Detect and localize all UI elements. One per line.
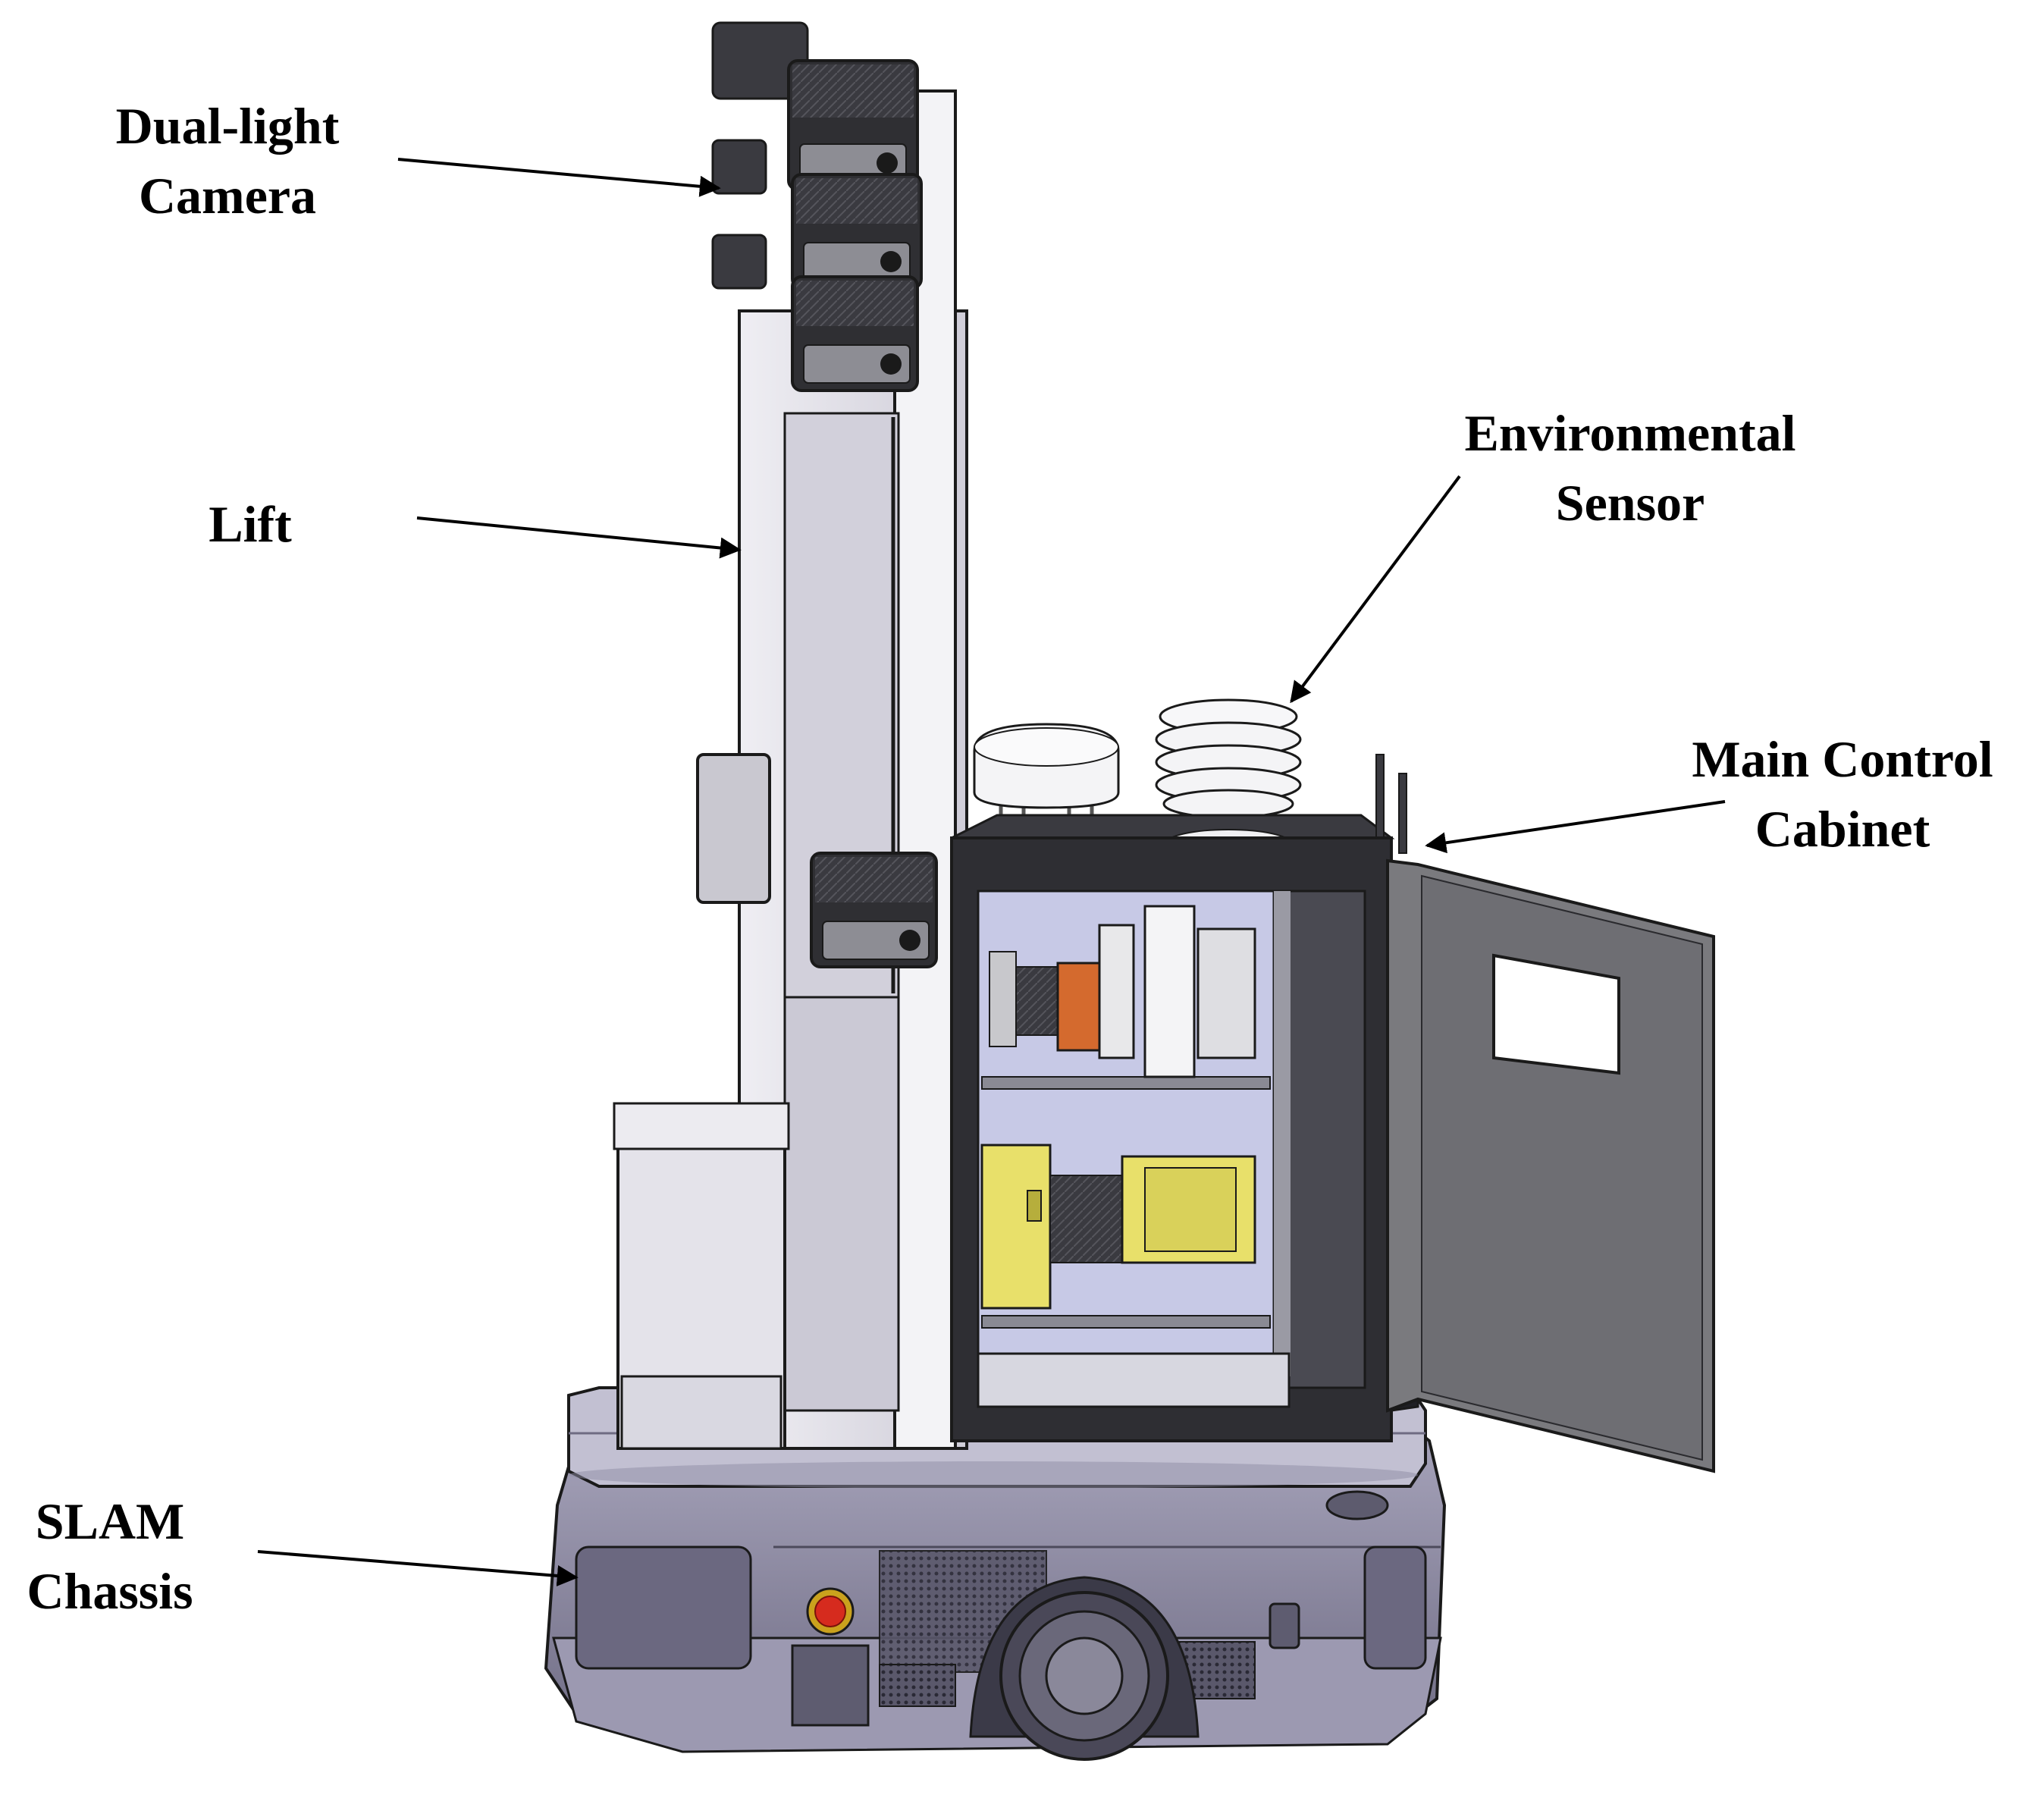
label-dual-light-camera: Dual-light Camera bbox=[83, 91, 372, 231]
sensor-right bbox=[1155, 698, 1302, 864]
arrow-chassis bbox=[257, 1550, 579, 1586]
label-main-control-cabinet: Main Control Cabinet bbox=[1668, 724, 2017, 864]
arrow-lift bbox=[416, 516, 742, 559]
label-line: Dual-light bbox=[115, 97, 340, 155]
label-line: Main Control bbox=[1692, 730, 1993, 788]
label-line: Camera bbox=[138, 167, 317, 224]
callout-arrows bbox=[257, 158, 1726, 1586]
label-lift: Lift bbox=[174, 489, 326, 559]
arrow-cabinet bbox=[1425, 800, 1726, 854]
emergency-stop-icon bbox=[806, 1587, 855, 1636]
label-line: Cabinet bbox=[1755, 800, 1930, 858]
dual-light-cameras bbox=[711, 21, 938, 968]
camera-unit-4 bbox=[810, 852, 938, 968]
label-environmental-sensor: Environmental Sensor bbox=[1425, 398, 1835, 538]
label-line: Environmental bbox=[1464, 404, 1796, 462]
camera-unit-2 bbox=[791, 173, 923, 290]
camera-unit-1 bbox=[787, 59, 919, 191]
label-line: SLAM bbox=[35, 1492, 185, 1550]
label-line: Sensor bbox=[1555, 474, 1705, 532]
arrow-environmental bbox=[1290, 475, 1461, 704]
slam-chassis bbox=[544, 1386, 1447, 1761]
label-line: Lift bbox=[209, 495, 292, 553]
arrow-camera bbox=[397, 158, 721, 197]
cabinet-door bbox=[1386, 858, 1715, 1473]
drive-wheel bbox=[969, 1576, 1200, 1761]
label-line: Chassis bbox=[27, 1562, 193, 1620]
camera-unit-3 bbox=[791, 275, 919, 392]
main-control-cabinet bbox=[950, 754, 1715, 1473]
label-slam-chassis: SLAM Chassis bbox=[8, 1486, 212, 1626]
